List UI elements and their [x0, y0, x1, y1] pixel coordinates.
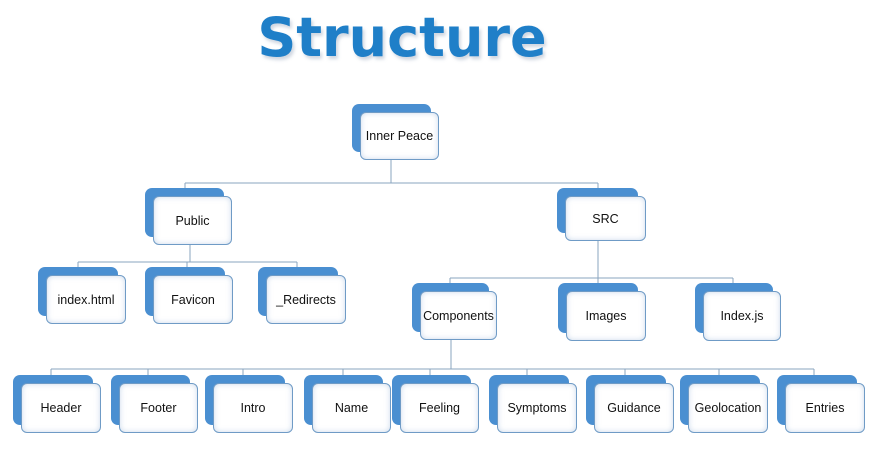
node-label: Guidance — [594, 383, 674, 433]
node-label: Geolocation — [688, 383, 768, 433]
node-label: Feeling — [400, 383, 479, 433]
node-name: Name — [304, 375, 391, 433]
node-label: Public — [153, 196, 232, 245]
node-redirects: _Redirects — [258, 267, 346, 324]
node-entries: Entries — [777, 375, 865, 433]
node-label: SRC — [565, 196, 646, 241]
node-guidance: Guidance — [586, 375, 674, 433]
node-label: Inner Peace — [360, 112, 439, 160]
node-feeling: Feeling — [392, 375, 479, 433]
node-label: Symptoms — [497, 383, 577, 433]
node-label: Components — [420, 291, 497, 340]
node-symptoms: Symptoms — [489, 375, 577, 433]
node-index-html: index.html — [38, 267, 126, 324]
node-label: Index.js — [703, 291, 781, 341]
node-components: Components — [412, 283, 497, 340]
node-label: Favicon — [153, 275, 233, 324]
node-favicon: Favicon — [145, 267, 233, 324]
node-header: Header — [13, 375, 101, 433]
node-geolocation: Geolocation — [680, 375, 768, 433]
node-images: Images — [558, 283, 646, 341]
node-footer: Footer — [111, 375, 198, 433]
node-label: index.html — [46, 275, 126, 324]
node-public: Public — [145, 188, 232, 245]
node-label: Name — [312, 383, 391, 433]
node-label: _Redirects — [266, 275, 346, 324]
node-inner-peace: Inner Peace — [352, 104, 439, 160]
node-src: SRC — [557, 188, 646, 241]
node-label: Intro — [213, 383, 293, 433]
node-label: Entries — [785, 383, 865, 433]
page-title: Structure — [257, 6, 547, 69]
node-intro: Intro — [205, 375, 293, 433]
node-index-js: Index.js — [695, 283, 781, 341]
node-label: Images — [566, 291, 646, 341]
node-label: Header — [21, 383, 101, 433]
node-label: Footer — [119, 383, 198, 433]
